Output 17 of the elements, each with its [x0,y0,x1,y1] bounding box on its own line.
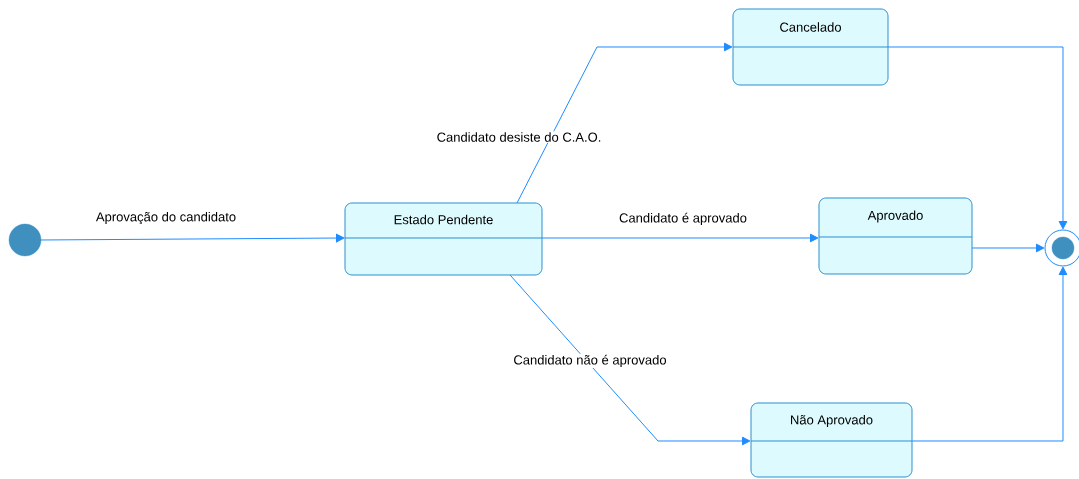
arrow [541,233,819,243]
state-box: Aprovado [818,197,973,275]
arrow [509,274,751,446]
state-box: Cancelado [732,8,889,86]
arrow [971,243,1045,253]
final-state [1044,229,1079,267]
state-box: Não Aprovado [750,402,913,478]
arrow [516,42,733,204]
edge-label: Aprovação do candidato [95,211,236,225]
arrow [40,233,345,243]
edge-label: Candidato desiste do C.A.O. [437,132,601,142]
arrow [911,266,1068,442]
arrow [887,46,1068,230]
edge-label: Candidato é aprovado [619,212,747,226]
initial-state [8,223,42,257]
edge-label: Candidato não é aprovado [514,354,667,368]
state-box: Estado Pendente [344,202,543,276]
